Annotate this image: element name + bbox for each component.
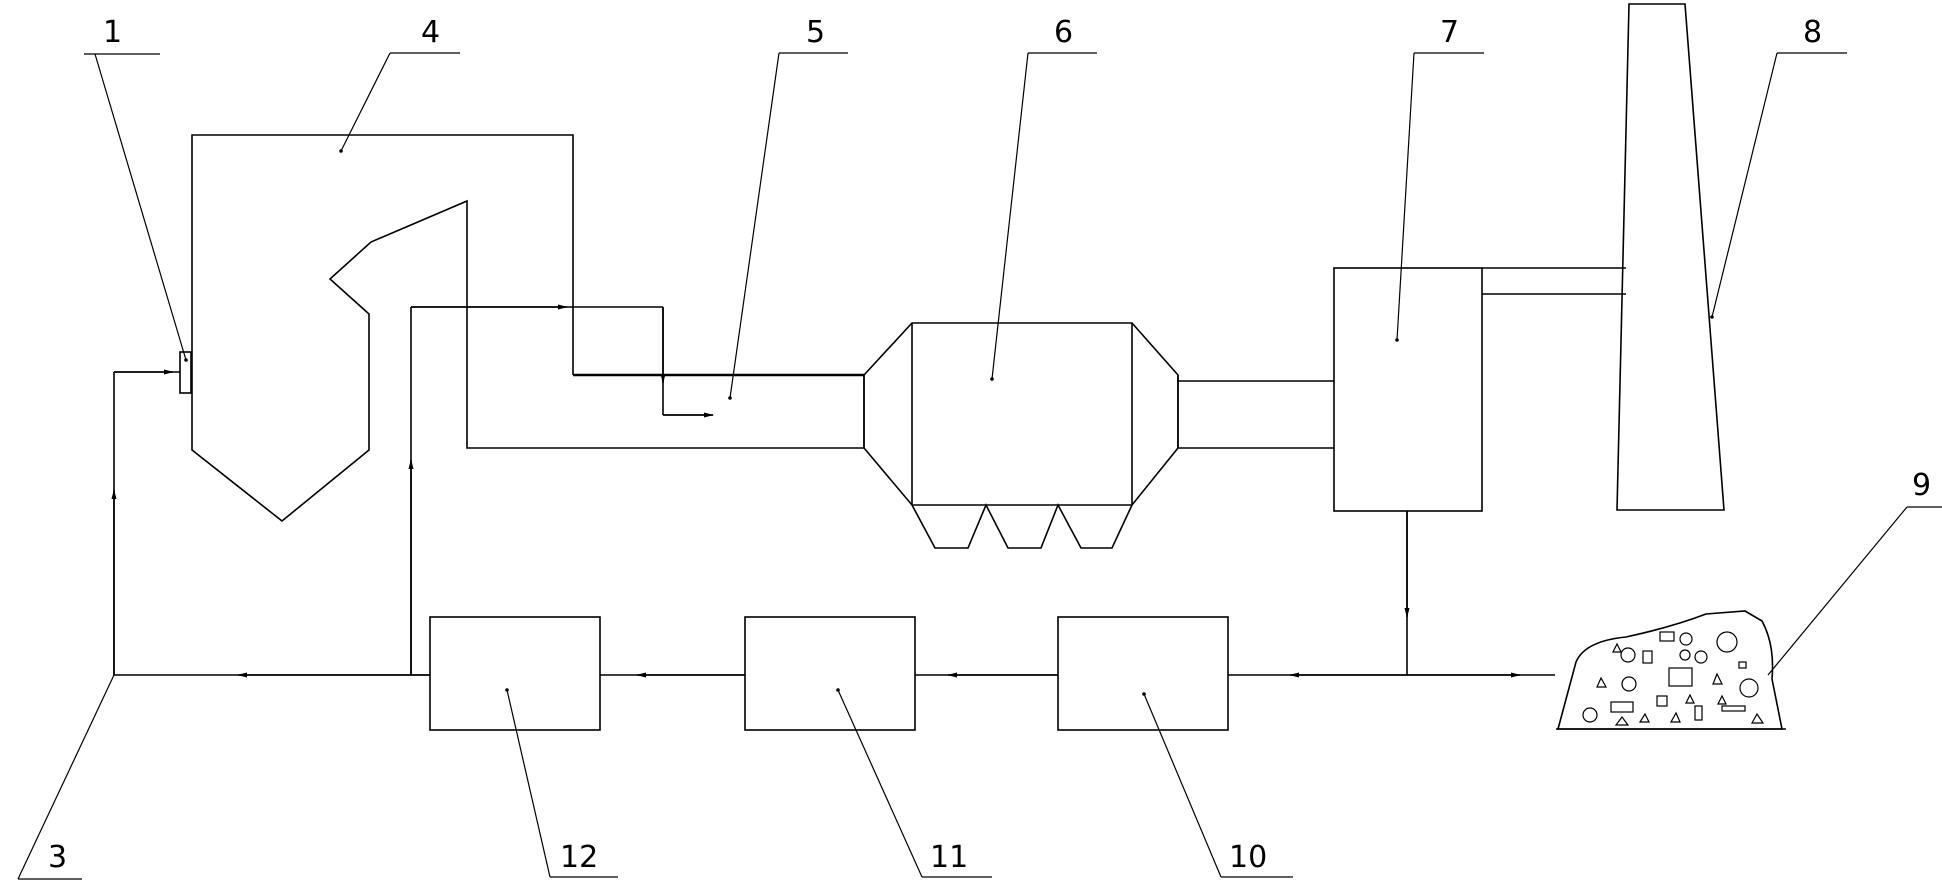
dust-collector — [863, 322, 1179, 549]
label-8: 8 — [1803, 15, 1822, 50]
leader-dots — [184, 149, 1714, 696]
label-7: 7 — [1440, 15, 1459, 50]
unit-12 — [429, 616, 601, 731]
label-6: 6 — [1054, 15, 1073, 50]
unit-10 — [1057, 616, 1229, 731]
boiler — [191, 134, 864, 523]
flow-lines — [111, 304, 1555, 678]
label-3: 3 — [48, 840, 67, 875]
label-10: 10 — [1229, 840, 1267, 875]
label-5: 5 — [806, 15, 825, 50]
ash-pile — [1556, 610, 1786, 730]
label-4: 4 — [421, 15, 440, 50]
unit-11 — [744, 616, 916, 731]
label-9: 9 — [1912, 468, 1931, 503]
label-1: 1 — [103, 15, 122, 50]
leader-lines — [17, 52, 1942, 880]
label-11: 11 — [930, 840, 968, 875]
label-12: 12 — [560, 840, 598, 875]
unit-7 — [1333, 267, 1483, 512]
chimney — [1616, 3, 1725, 511]
